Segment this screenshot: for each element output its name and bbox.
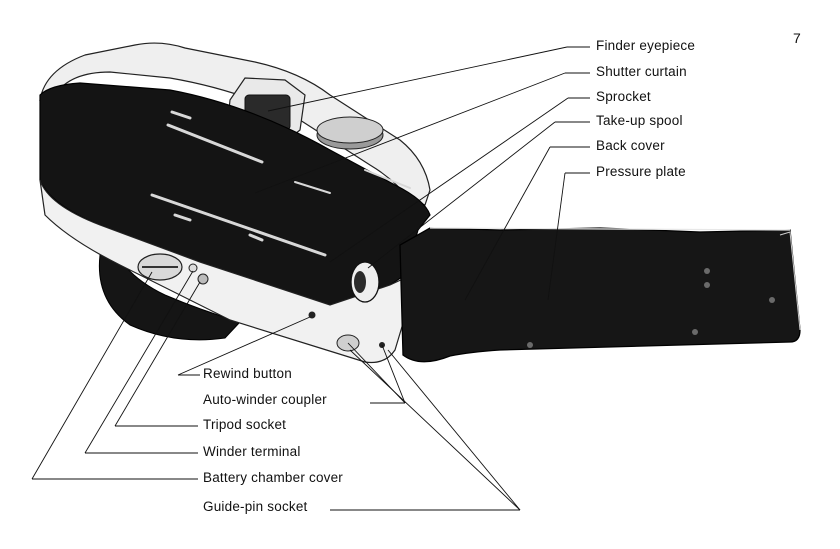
label-back-cover: Back cover bbox=[596, 138, 665, 153]
page-number: 7 bbox=[793, 30, 801, 46]
label-rewind-button: Rewind button bbox=[203, 366, 292, 381]
leader-lines bbox=[31, 46, 590, 511]
label-pressure-plate: Pressure plate bbox=[596, 164, 686, 179]
label-winder-terminal: Winder terminal bbox=[203, 444, 301, 459]
base-plate bbox=[39, 179, 411, 364]
label-finder-eyepiece: Finder eyepiece bbox=[596, 38, 696, 53]
label-shutter-curtain: Shutter curtain bbox=[596, 64, 687, 79]
lens-barrel bbox=[98, 254, 241, 341]
label-take-up-spool: Take-up spool bbox=[596, 113, 683, 128]
label-battery-chamber-cover: Battery chamber cover bbox=[203, 470, 344, 485]
winder-terminal bbox=[188, 263, 198, 273]
rewind-button bbox=[308, 311, 316, 319]
label-auto-winder-coupler: Auto-winder coupler bbox=[203, 392, 327, 407]
back-cover bbox=[399, 227, 801, 363]
label-sprocket: Sprocket bbox=[596, 89, 651, 104]
label-guide-pin-socket: Guide-pin socket bbox=[203, 499, 308, 514]
label-tripod-socket: Tripod socket bbox=[203, 417, 287, 432]
tripod-socket bbox=[197, 273, 209, 285]
